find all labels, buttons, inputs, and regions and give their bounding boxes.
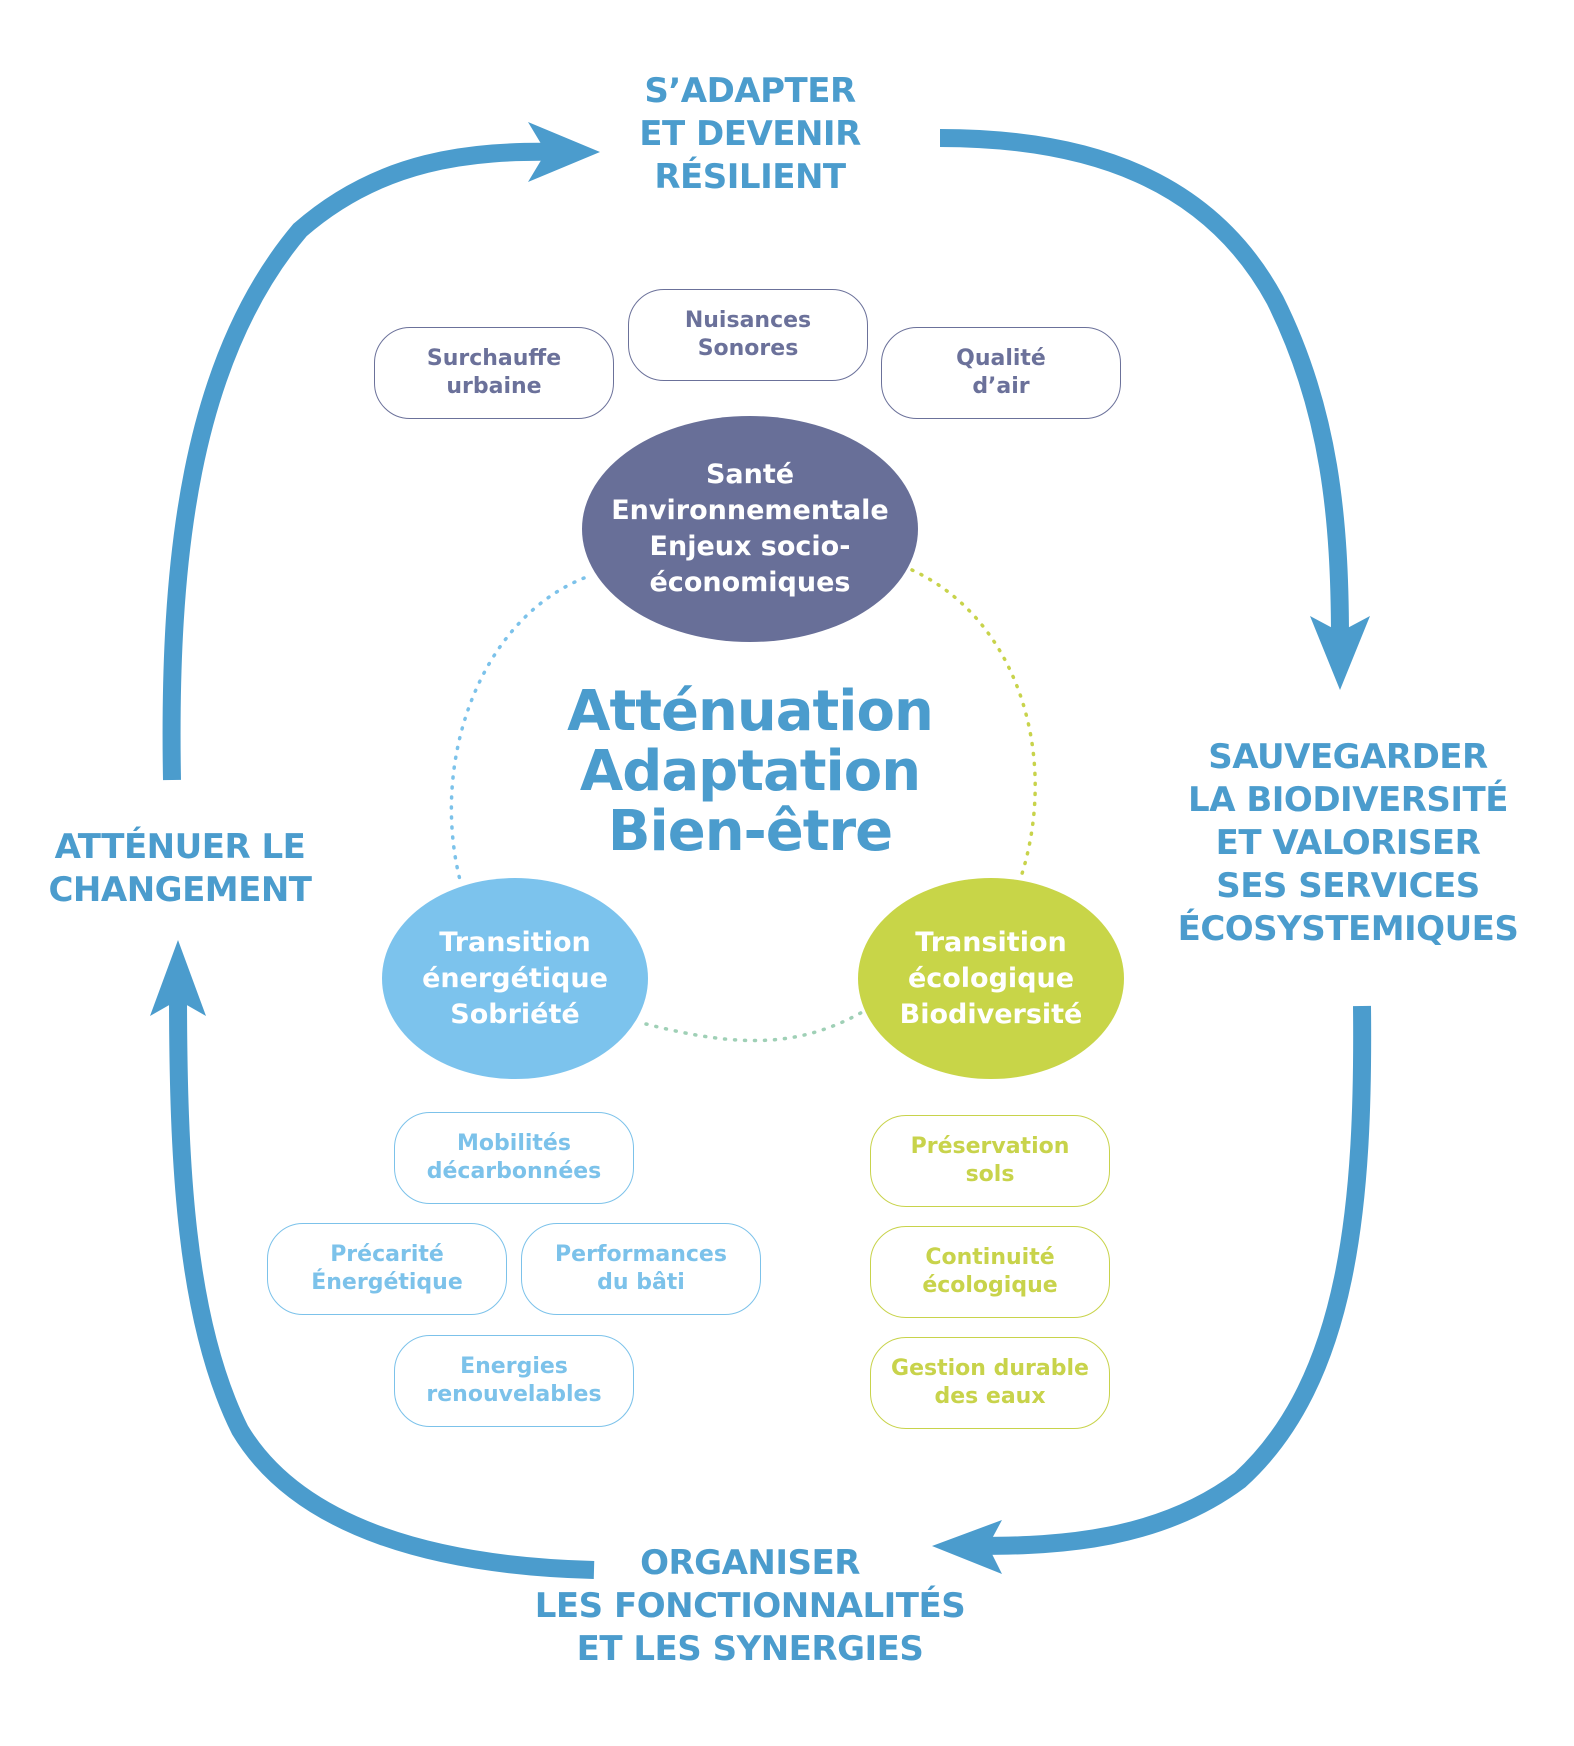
cycle-label-bottom: ORGANISER LES FONCTIONNALITÉS ET LES SYN… [534, 1543, 966, 1669]
pill-precarite-energetique: Précarité Énergétique [267, 1223, 507, 1315]
arrowhead-right [1310, 616, 1370, 690]
dotted-link-health-energy [449, 576, 586, 882]
arrowhead-bottom [932, 1520, 1002, 1574]
cycle-label-left: ATTÉNUER LE CHANGEMENT [48, 827, 312, 910]
cycle-label-top: S’ADAPTER ET DEVENIR RÉSILIENT [639, 71, 861, 197]
arrowhead-left [150, 940, 206, 1016]
arrow-bottom-to-left [169, 989, 595, 1579]
pill-qualite-air: Qualité d’air [881, 327, 1121, 419]
blob-transition-ecologique: Transition écologique Biodiversité [858, 878, 1124, 1079]
pill-energies-renouvelables: Energies renouvelables [394, 1335, 634, 1427]
cycle-label-right: SAUVEGARDER LA BIODIVERSITÉ ET VALORISER… [1177, 737, 1519, 949]
pill-nuisances-sonores: Nuisances Sonores [628, 289, 868, 381]
arrow-left-to-top [162, 142, 561, 781]
arrow-top-to-right [939, 129, 1349, 641]
pill-gestion-durable-eaux: Gestion durable des eaux [870, 1337, 1110, 1429]
dotted-link-energy-eco [644, 1008, 868, 1043]
pill-performances-bati: Performances du bâti [521, 1223, 761, 1315]
blob-transition-energetique: Transition énergétique Sobriété [382, 878, 648, 1079]
pill-mobilites-decarbonnees: Mobilités décarbonnées [394, 1112, 634, 1204]
blob-sante-environnementale: Santé Environnementale Enjeux socio- éco… [582, 416, 918, 642]
pill-preservation-sols: Préservation sols [870, 1115, 1110, 1207]
arrow-right-to-bottom [979, 1005, 1372, 1555]
pill-surchauffe-urbaine: Surchauffe urbaine [374, 327, 614, 419]
center-title: Atténuation Adaptation Bien-être [567, 679, 934, 864]
pill-continuite-ecologique: Continuité écologique [870, 1226, 1110, 1318]
arrowhead-top [528, 122, 600, 182]
